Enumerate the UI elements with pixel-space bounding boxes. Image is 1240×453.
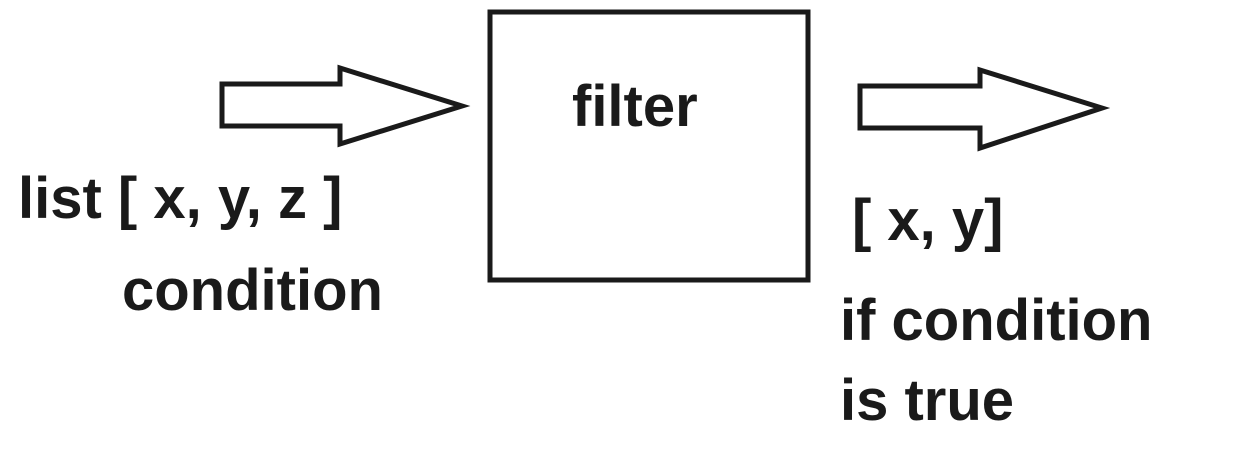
- input-condition-label: condition: [122, 258, 383, 323]
- filter-label: filter: [572, 74, 698, 139]
- input-arrow: [219, 64, 471, 148]
- filter-box: [487, 9, 811, 283]
- output-list-label: [ x, y]: [852, 188, 1004, 253]
- output-arrow: [857, 66, 1111, 152]
- output-condition-line-1: if condition: [840, 288, 1153, 353]
- input-list-label: list [ x, y, z ]: [18, 166, 343, 231]
- output-condition-line-2: is true: [840, 368, 1015, 433]
